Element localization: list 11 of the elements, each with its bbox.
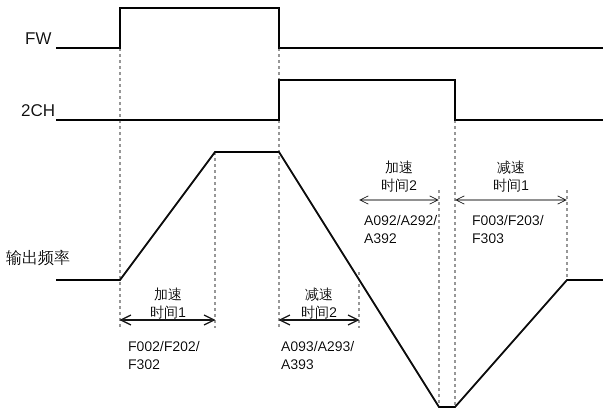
time-label: 加速时间2 (380, 159, 418, 194)
signal-name: 输出频率 (6, 249, 70, 269)
signal-name: 2CH (21, 100, 56, 122)
signal-name: FW (25, 28, 52, 50)
parameter-code: F002/F202/F302 (128, 338, 201, 373)
parameter-code: A092/A292/A392 (364, 212, 438, 247)
parameter-code: A093/A293/A393 (281, 338, 356, 373)
parameter-code: F003/F203/F303 (472, 212, 545, 247)
time-label: 加速时间1 (149, 286, 187, 321)
time-label: 减速时间2 (300, 286, 338, 321)
time-label: 减速时间1 (492, 159, 530, 194)
